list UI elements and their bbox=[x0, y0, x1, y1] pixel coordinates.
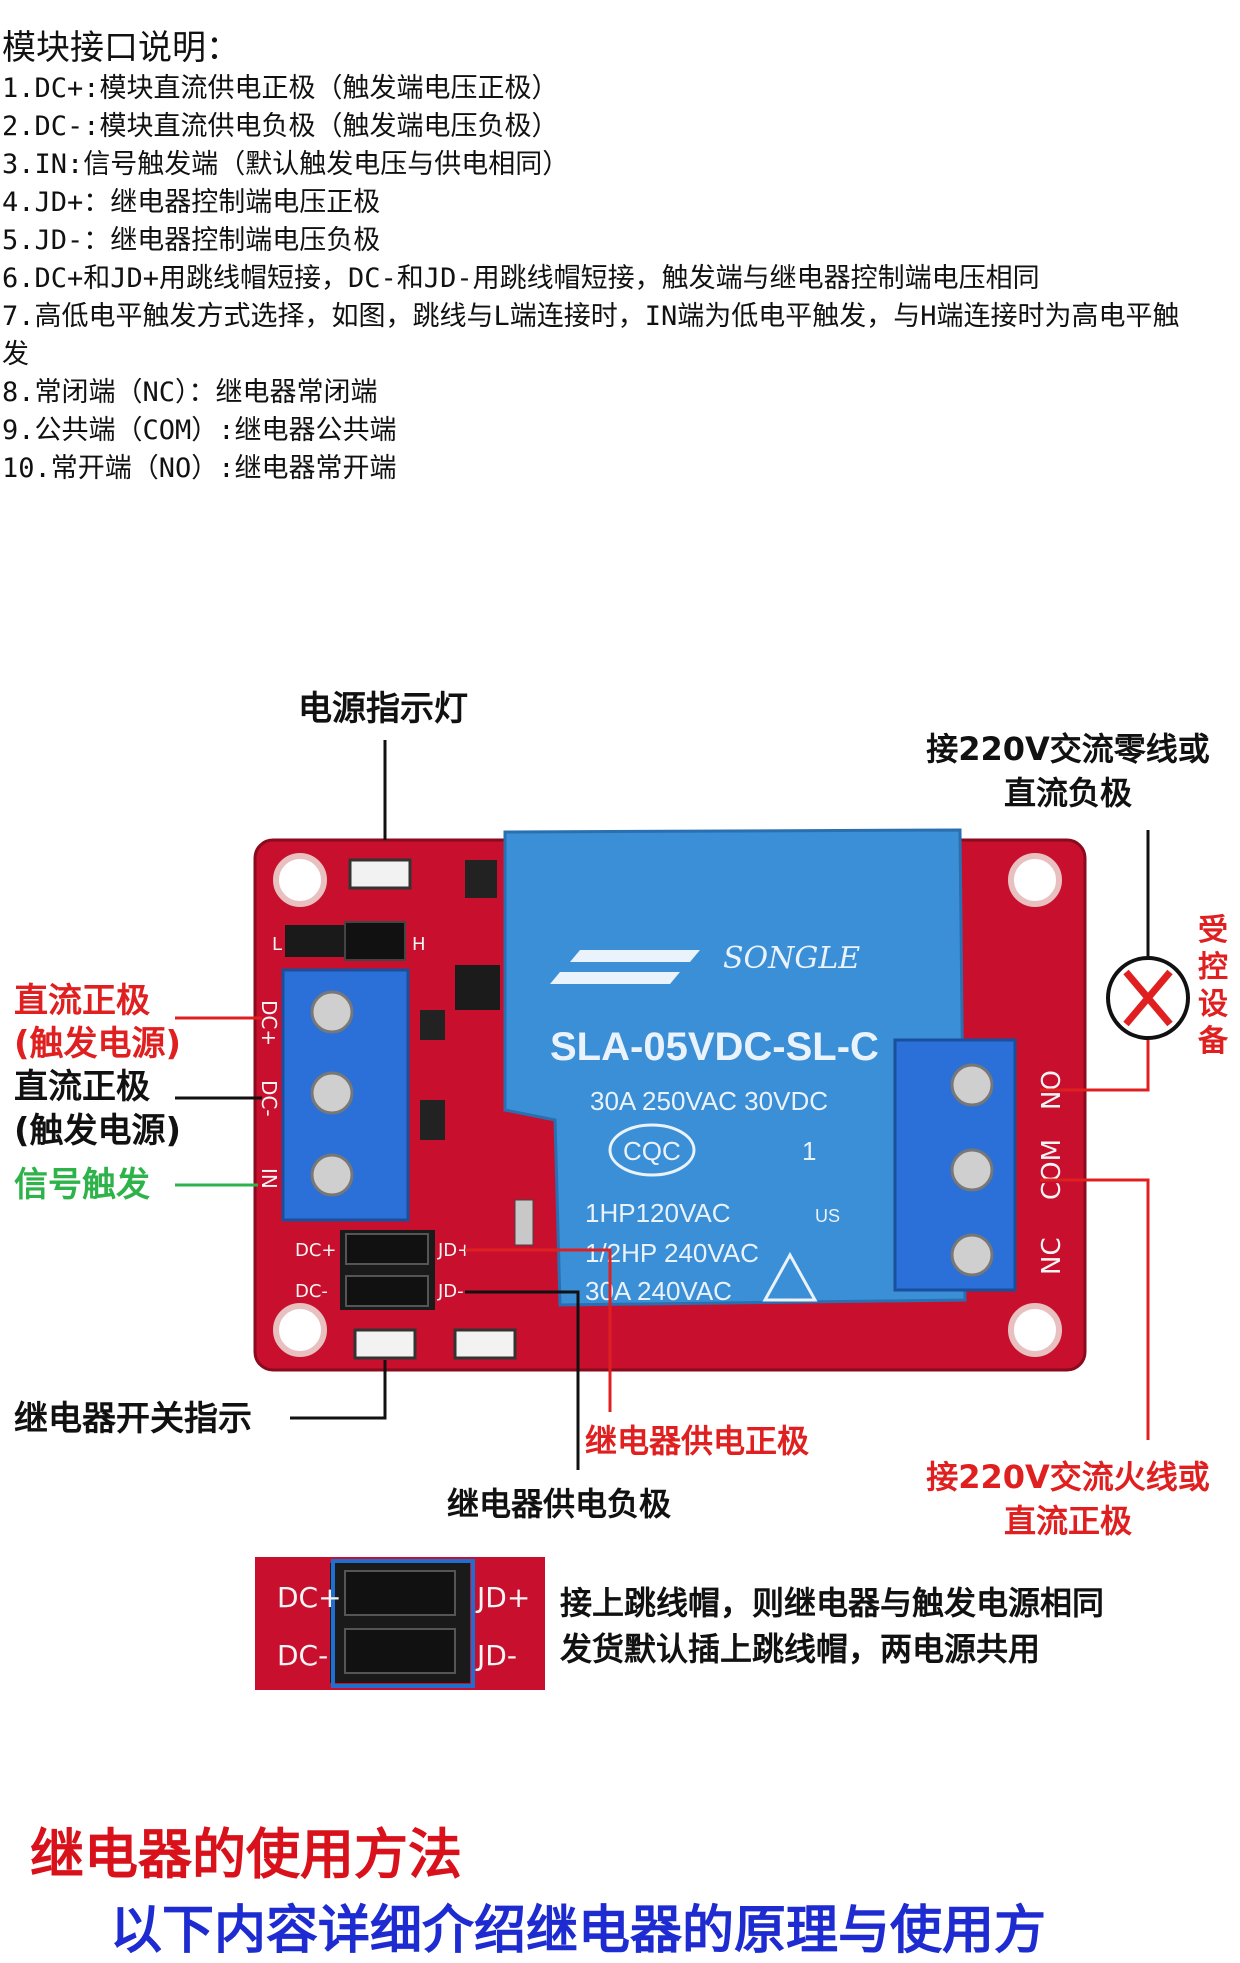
dc-positive-label: 直流正极 bbox=[14, 981, 150, 1021]
intro-title: 模块接口说明： bbox=[2, 28, 240, 68]
songle-logo-icon bbox=[570, 950, 700, 962]
relay-rating: 1/2HP 240VAC bbox=[585, 1238, 759, 1268]
smd-resistor bbox=[420, 1010, 445, 1040]
jumper-note: 接上跳线帽，则继电器与触发电源相同 发货默认插上跳线帽，两电源共用 bbox=[560, 1580, 1104, 1672]
leader-line bbox=[290, 1360, 387, 1420]
mounting-hole bbox=[273, 853, 327, 907]
mounting-hole bbox=[1008, 853, 1062, 907]
terminal-screw bbox=[310, 990, 354, 1034]
relay-brand: SONGLE bbox=[723, 941, 860, 976]
intro-item: 3.IN:信号触发端（默认触发电压与供电相同） bbox=[2, 149, 570, 180]
jumper-cap bbox=[344, 1628, 456, 1674]
jumper-cap bbox=[345, 1233, 429, 1265]
intro-item: 4.JD+：继电器控制端电压正极 bbox=[2, 187, 381, 218]
dc-negative-label: (触发电源) bbox=[14, 1111, 181, 1151]
relay-body bbox=[503, 828, 967, 1307]
pin-jd-plus-label: JD+ bbox=[475, 1581, 530, 1614]
intro-item: 1.DC+:模块直流供电正极（触发端电压正极） bbox=[2, 73, 559, 104]
terminal-screw bbox=[950, 1233, 994, 1277]
terminal-screw bbox=[950, 1063, 994, 1107]
intro-item: 8.常闭端（NC）：继电器常闭端 bbox=[2, 377, 378, 408]
neutral-label: 直流负极 bbox=[1004, 774, 1132, 812]
relay-rating: 30A 250VAC 30VDC bbox=[590, 1086, 828, 1116]
pin-in-label: IN bbox=[257, 1168, 281, 1189]
smd-resistor bbox=[420, 1100, 445, 1140]
mounting-hole bbox=[273, 1303, 327, 1357]
cqc-mark-icon bbox=[608, 1123, 696, 1177]
relay-indicator-label: 继电器开关指示 bbox=[14, 1399, 252, 1439]
live-label: 直流正极 bbox=[1004, 1502, 1132, 1540]
signal-label: 信号触发 bbox=[14, 1165, 150, 1205]
pin-l-label: L bbox=[272, 934, 282, 955]
relay-cert: CQC bbox=[623, 1136, 681, 1166]
pin-jd-plus-label: JD+ bbox=[437, 1240, 472, 1261]
transistor bbox=[455, 965, 500, 1010]
controlled-device-label: 受 控 设 备 bbox=[1198, 913, 1238, 1059]
smd-resistor bbox=[453, 1328, 517, 1360]
smd-resistor bbox=[465, 860, 497, 898]
warning-triangle-icon bbox=[762, 1251, 818, 1302]
jumper-cap bbox=[344, 1570, 456, 1616]
intro-item: 2.DC-:模块直流供电负极（触发端电压负极） bbox=[2, 111, 559, 142]
jumper-cap bbox=[345, 1275, 429, 1307]
terminal-screw bbox=[310, 1071, 354, 1115]
relay-num: 1 bbox=[802, 1136, 816, 1166]
leader-line bbox=[465, 1248, 612, 1412]
mounting-hole bbox=[1008, 1303, 1062, 1357]
relay-indicator-led bbox=[353, 1328, 417, 1360]
dc-negative-label: 直流正极 bbox=[14, 1067, 150, 1107]
leader-line bbox=[465, 1290, 580, 1470]
usage-subtitle: 以下内容详细介绍继电器的原理与使用方 bbox=[110, 1901, 1047, 1961]
relay-ul: US bbox=[815, 1206, 840, 1226]
usage-title: 继电器的使用方法 bbox=[30, 1823, 462, 1886]
dc-positive-label: (触发电源) bbox=[14, 1024, 181, 1064]
lh-jumper-cap bbox=[344, 921, 406, 961]
relay-model: SLA-05VDC-SL-C bbox=[550, 1025, 879, 1069]
relay-positive-label: 继电器供电正极 bbox=[585, 1422, 809, 1460]
power-led bbox=[348, 858, 412, 890]
terminal-screw bbox=[310, 1153, 354, 1197]
relay-negative-label: 继电器供电负极 bbox=[447, 1485, 671, 1523]
terminal-screw bbox=[950, 1148, 994, 1192]
intro-item: 5.JD-：继电器控制端电压负极 bbox=[2, 225, 381, 256]
intro-item: 9.公共端（COM）:继电器公共端 bbox=[2, 415, 397, 446]
intro-item: 10.常开端（NO）:继电器常开端 bbox=[2, 453, 397, 484]
controlled-device-icon bbox=[1123, 969, 1173, 1027]
jumper-note-line: 接上跳线帽，则继电器与触发电源相同 bbox=[560, 1584, 1105, 1622]
relay-rating: 1HP120VAC bbox=[585, 1198, 731, 1228]
diode bbox=[514, 1199, 534, 1246]
leader-line bbox=[1040, 1040, 1150, 1092]
relay-rating: 30A 240VAC bbox=[585, 1276, 732, 1306]
highlight-box bbox=[331, 1559, 475, 1688]
pin-dc-minus-label: DC- bbox=[295, 1281, 328, 1302]
songle-logo-icon bbox=[550, 972, 680, 984]
intro-item: 7.高低电平触发方式选择，如图，跳线与L端连接时，IN端为低电平触发，与H端连接… bbox=[2, 301, 1180, 370]
pin-dc-plus-label: DC+ bbox=[257, 1000, 281, 1046]
pin-dc-plus-label: DC+ bbox=[277, 1581, 342, 1614]
pin-com-label: COM bbox=[1037, 1139, 1067, 1200]
relay-module-diagram: L H DC+ DC- IN DC+ DC- JD+ JD- SONGLE SL… bbox=[14, 689, 1238, 1540]
jumper-closeup: DC+ DC- JD+ JD- bbox=[255, 1557, 545, 1690]
pin-h-label: H bbox=[412, 934, 426, 955]
leader-line bbox=[1040, 1178, 1150, 1440]
pin-jd-minus-label: JD- bbox=[437, 1281, 464, 1302]
pin-jd-minus-label: JD- bbox=[475, 1639, 517, 1672]
interface-description: 模块接口说明： 1.DC+:模块直流供电正极（触发端电压正极） 2.DC-:模块… bbox=[0, 26, 1240, 488]
live-label: 接220V交流火线或 bbox=[926, 1458, 1210, 1496]
pin-dc-minus-label: DC- bbox=[277, 1639, 328, 1672]
intro-item: 6.DC+和JD+用跳线帽短接，DC-和JD-用跳线帽短接，触发端与继电器控制端… bbox=[2, 263, 1040, 294]
pin-nc-label: NC bbox=[1037, 1237, 1067, 1275]
jumper-note-line: 发货默认插上跳线帽，两电源共用 bbox=[560, 1630, 1041, 1668]
pin-dc-plus-label: DC+ bbox=[295, 1240, 337, 1261]
neutral-label: 接220V交流零线或 bbox=[926, 730, 1210, 768]
power-led-label: 电源指示灯 bbox=[298, 689, 468, 729]
